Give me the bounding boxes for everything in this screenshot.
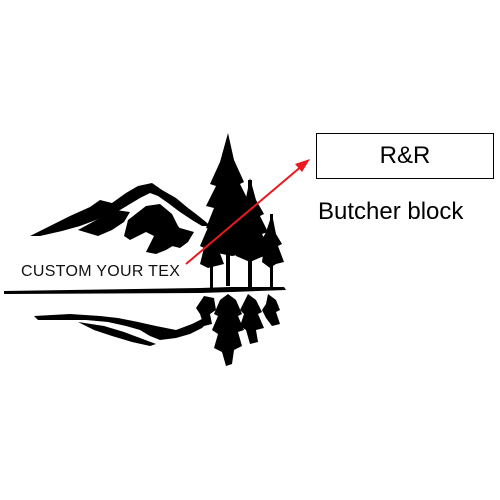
callout-arrow (185, 159, 310, 265)
material-label: Butcher block (318, 198, 464, 225)
pine-tree-icon (200, 133, 284, 288)
custom-text-line: CUSTOM YOUR TEX (21, 263, 181, 280)
name-text-box: R&R (316, 133, 494, 179)
shoreline (4, 287, 286, 294)
name-text: R&R (379, 142, 431, 169)
mountains-icon (30, 183, 210, 254)
reflection-icon (34, 294, 280, 366)
